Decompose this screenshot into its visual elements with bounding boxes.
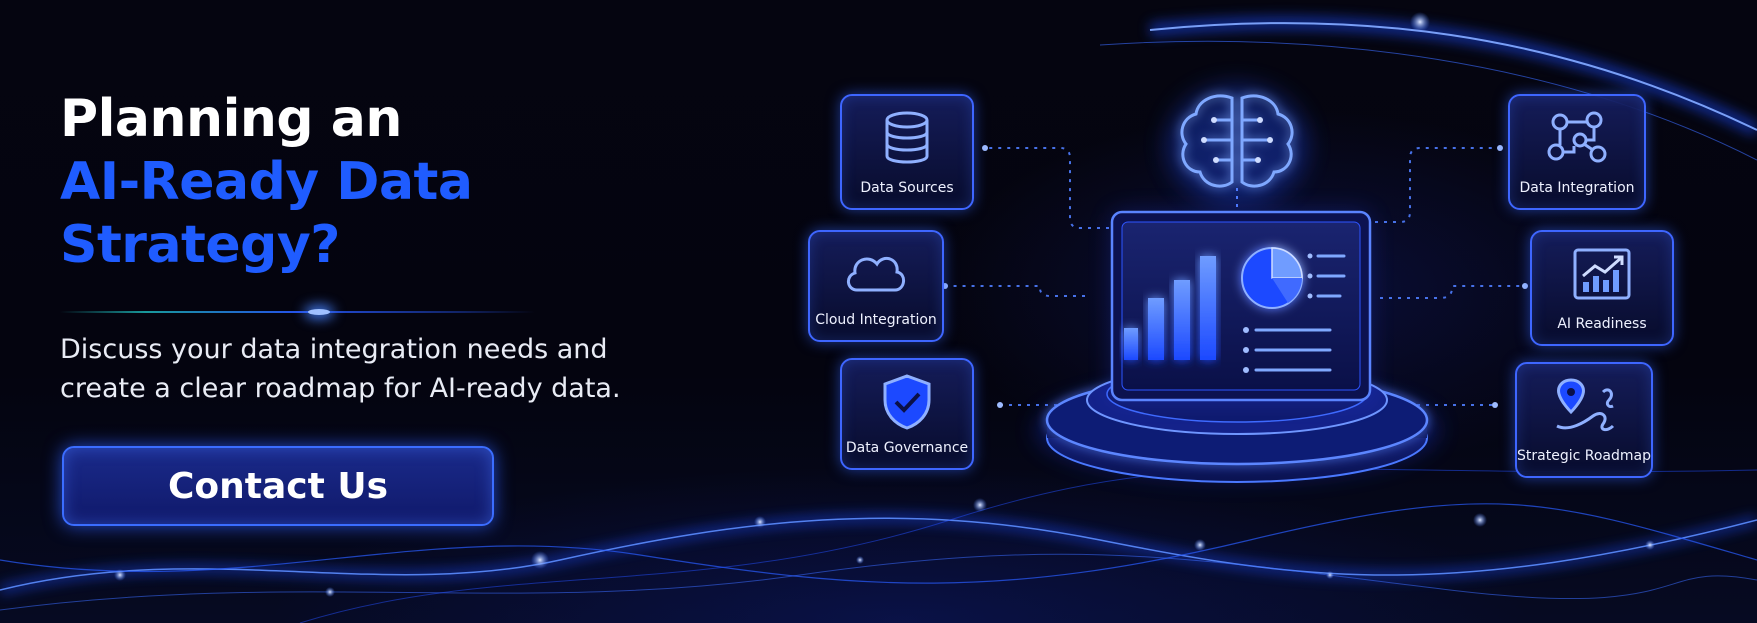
trend-chart-icon [1532,244,1672,304]
headline-line-1: Planning an [60,89,402,149]
brain-circuit-icon [1167,85,1307,212]
feature-card-data-sources: Data Sources [840,94,974,210]
feature-card-strategic-roadmap: Strategic Roadmap [1515,362,1653,478]
map-route-icon [1517,376,1651,436]
feature-label: Strategic Roadmap [1517,448,1651,464]
cloud-icon [810,244,942,300]
feature-card-cloud-integration: Cloud Integration [808,230,944,342]
glow-divider [60,309,535,315]
feature-label: Cloud Integration [815,312,937,328]
pie-chart-graphic [1241,247,1303,309]
contact-us-button[interactable]: Contact Us [62,446,494,526]
database-icon [842,108,972,168]
feature-label: Data Sources [860,180,954,196]
feature-label: Data Governance [845,440,969,456]
network-nodes-icon [1510,108,1644,168]
headline: Planning an AI-Ready Data Strategy? [60,88,473,277]
headline-line-3: Strategy? [60,215,340,275]
shield-check-icon [842,372,972,432]
bar-chart-graphic [1124,256,1216,360]
feature-card-data-integration: Data Integration [1508,94,1646,210]
subtitle: Discuss your data integration needs and … [60,334,621,404]
divider-spark [308,309,330,315]
dashboard-monitor-icon [1110,210,1372,402]
feature-card-ai-readiness: AI Readiness [1530,230,1674,346]
feature-label: Data Integration [1519,180,1635,196]
feature-label: AI Readiness [1557,316,1647,332]
headline-line-2: AI-Ready Data [60,152,473,212]
legend-lines-graphic [1254,254,1346,372]
feature-card-data-governance: Data Governance [840,358,974,470]
